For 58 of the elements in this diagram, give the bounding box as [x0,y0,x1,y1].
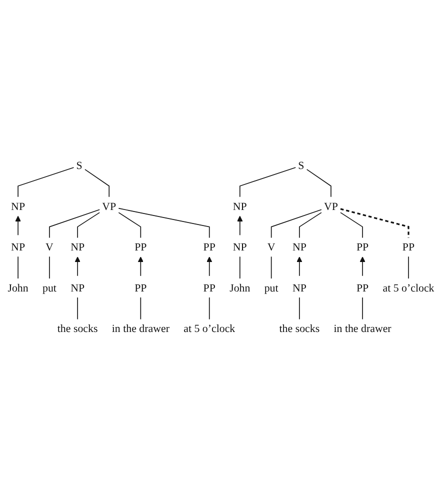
branch-line [306,169,332,198]
arrow [74,256,80,277]
tree-node-label: at 5 o’clock [382,282,434,294]
tree-node-label: NP [70,282,85,294]
tree-node-label: NP [292,282,306,294]
tree-node-label: put [264,282,278,294]
tree-node-label: V [46,241,54,254]
branch-line [299,297,300,320]
branch-line [270,256,272,280]
tree-node-label: NP [232,241,247,254]
arrow [360,256,366,277]
tree-node-label: the socks [57,322,98,336]
tree-node-label: PP [402,241,415,254]
tree-node-label: PP [134,241,147,254]
branch-line [408,256,409,280]
tree-node-label: in the drawer [334,322,392,336]
tree-node-label: PP [356,282,369,294]
branch-line [270,210,322,238]
tree-node-label: John [8,282,28,294]
tree-node-label: the socks [279,322,320,336]
arrow [237,216,243,236]
tree-node-label: PP [356,241,369,254]
tree-node-label: NP [70,241,85,254]
tree-node-label: NP [292,241,306,254]
branch-line [77,212,100,238]
arrow [138,256,144,277]
tree-node-label: VP [102,200,116,213]
branch-line [118,208,210,238]
branch-line [340,212,363,238]
tree-node-label: PP [203,282,216,294]
branch-line [118,212,142,238]
branch-line [239,167,296,198]
branch-line [362,297,363,320]
branch-line [84,169,110,198]
tree-node-label: in the drawer [112,322,170,336]
tree-node-label: put [42,282,56,294]
tree-node-label: NP [11,200,26,213]
branch-line [18,167,74,198]
tree-node-label: at 5 o’clock [184,322,236,336]
arrow [296,256,302,277]
branch-line [77,297,78,320]
branch-line [140,297,142,320]
branch-line [49,210,100,238]
branch-line [49,256,50,280]
tree-node-label: PP [203,241,216,254]
branch-line [299,212,322,238]
tree-node-label: VP [324,200,338,213]
tree-node-label: PP [134,282,147,294]
arrow [206,256,212,277]
tree-node-label: NP [11,241,26,254]
tree-node-label: NP [232,200,247,213]
tree-node-label: V [267,241,276,254]
tree-node-label: S [298,160,304,172]
arrow [15,216,21,236]
tree-node-label: John [230,282,250,294]
branch-line [239,256,240,280]
tree-node-label: S [76,160,82,172]
branch-line [208,297,210,320]
